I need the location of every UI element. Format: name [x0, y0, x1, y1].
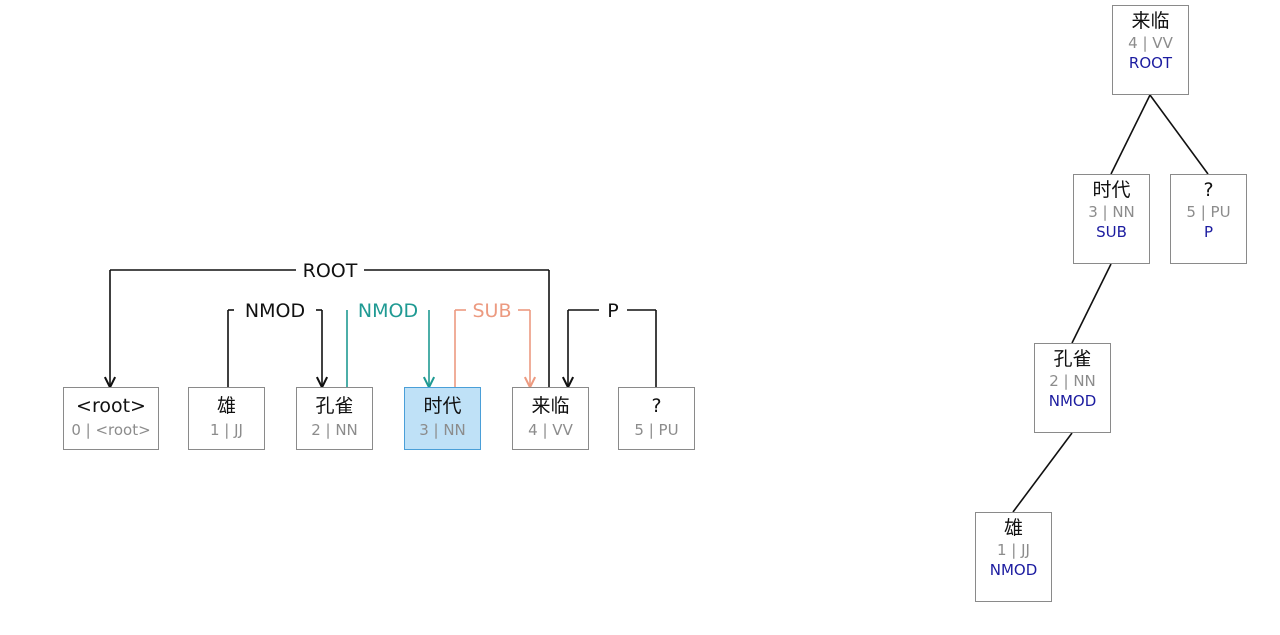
tree-node-xiong[interactable]: 雄 1 | JJ NMOD	[975, 512, 1052, 602]
tree-node-kongque[interactable]: 孔雀 2 | NN NMOD	[1034, 343, 1111, 433]
node-tag: 2 | NN	[1049, 372, 1096, 390]
token-3-selected[interactable]: 时代 3 | NN	[404, 387, 481, 450]
arc-nmod-2: NMOD	[346, 300, 429, 388]
token-word: <root>	[76, 395, 146, 417]
arc-label: P	[607, 300, 618, 322]
token-tag: 2 | NN	[311, 421, 358, 439]
token-4[interactable]: 来临 4 | VV	[512, 387, 589, 450]
tree-edge	[1110, 94, 1151, 175]
token-word: ?	[651, 395, 662, 417]
node-relation: NMOD	[989, 561, 1038, 579]
arc-label: SUB	[472, 300, 511, 322]
token-0[interactable]: <root> 0 | <root>	[63, 387, 159, 450]
tree-node-punct[interactable]: ? 5 | PU P	[1170, 174, 1247, 264]
arc-label: NMOD	[245, 300, 305, 322]
tree-edge	[1071, 263, 1112, 344]
token-5[interactable]: ? 5 | PU	[618, 387, 695, 450]
arc-nmod-1: NMOD	[227, 300, 322, 388]
token-tag: 1 | JJ	[210, 421, 243, 439]
node-word: 来临	[1131, 10, 1170, 32]
token-2[interactable]: 孔雀 2 | NN	[296, 387, 373, 450]
node-word: ?	[1203, 179, 1214, 201]
arc-label: ROOT	[303, 260, 358, 282]
token-word: 来临	[531, 395, 570, 417]
node-relation: NMOD	[1048, 392, 1097, 410]
token-tag: 0 | <root>	[71, 421, 151, 439]
node-tag: 1 | JJ	[997, 541, 1030, 559]
tree-node-shidai[interactable]: 时代 3 | NN SUB	[1073, 174, 1150, 264]
node-word: 雄	[1003, 517, 1023, 539]
node-relation: SUB	[1096, 223, 1127, 241]
node-word: 时代	[1092, 179, 1131, 201]
node-tag: 4 | VV	[1128, 34, 1173, 52]
node-relation: P	[1203, 223, 1214, 241]
token-tag: 5 | PU	[634, 421, 679, 439]
token-tag: 3 | NN	[419, 421, 466, 439]
tree-edge	[1149, 94, 1209, 175]
node-word: 孔雀	[1053, 348, 1092, 370]
node-tag: 5 | PU	[1186, 203, 1231, 221]
arc-label: NMOD	[358, 300, 418, 322]
token-1[interactable]: 雄 1 | JJ	[188, 387, 265, 450]
token-word: 雄	[216, 395, 236, 417]
arc-sub: SUB	[454, 300, 530, 388]
token-tag: 4 | VV	[528, 421, 573, 439]
node-relation: ROOT	[1128, 54, 1173, 72]
arc-p: P	[568, 300, 657, 388]
token-word: 孔雀	[315, 395, 354, 417]
token-word: 时代	[423, 395, 462, 417]
tree-edge	[1012, 432, 1073, 513]
tree-node-laili[interactable]: 来临 4 | VV ROOT	[1112, 5, 1189, 95]
node-tag: 3 | NN	[1088, 203, 1135, 221]
arc-root: ROOT	[110, 260, 550, 388]
